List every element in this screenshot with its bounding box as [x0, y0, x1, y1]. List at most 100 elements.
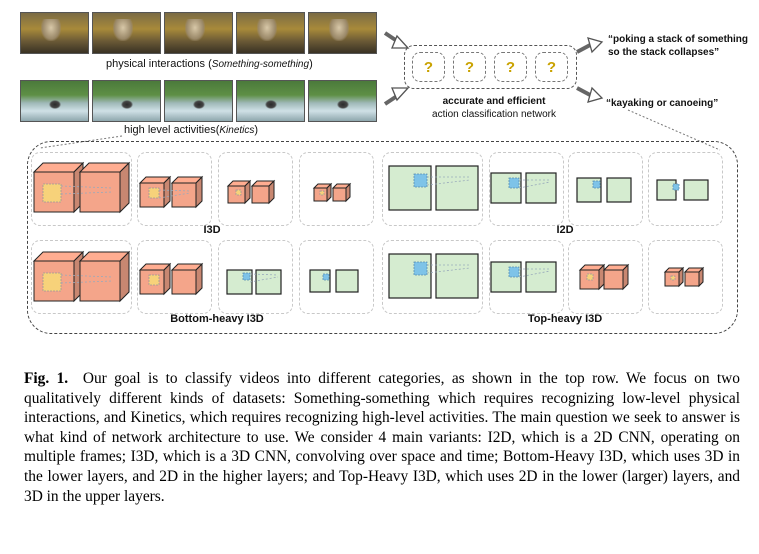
- kernel-3d: [586, 273, 594, 281]
- kernel-2d: [413, 261, 428, 276]
- video-frame: [164, 12, 233, 54]
- cube-front-face: [139, 269, 165, 295]
- output-arrow: [576, 86, 604, 103]
- cube-front-face: [171, 269, 197, 295]
- receptive-field-line: [60, 185, 113, 189]
- cube-front-face: [684, 271, 700, 287]
- layer-cell: [648, 240, 723, 314]
- variant-label-i2d: I2D: [556, 224, 574, 236]
- figure-caption: Fig. 1. Our goal is to classify videos i…: [24, 369, 740, 506]
- video-frame: [308, 80, 377, 122]
- cube-side-face: [598, 263, 605, 291]
- kernel-2d: [508, 266, 520, 278]
- feature-map-2d: [525, 172, 557, 204]
- kernel-3d: [148, 187, 160, 199]
- kinetics-label: high level activities(Kinetics): [124, 124, 259, 136]
- receptive-field-line: [249, 276, 279, 283]
- feature-map-2d: [606, 177, 632, 203]
- zoom-connector: [627, 109, 721, 151]
- layer-cell: [218, 152, 293, 226]
- layer-cell: [489, 240, 564, 314]
- receptive-field-line: [60, 191, 113, 195]
- receptive-field-line: [249, 273, 279, 276]
- receptive-field-line: [158, 192, 191, 199]
- video-frame: [236, 80, 305, 122]
- layer-cell: [137, 240, 212, 314]
- kernel-2d: [672, 183, 680, 191]
- kernel-3d: [42, 183, 62, 203]
- input-arrow: [383, 87, 410, 106]
- receptive-field-line: [158, 189, 191, 192]
- feature-map-2d: [255, 269, 282, 295]
- kernel-3d: [148, 274, 160, 286]
- receptive-field-line: [518, 181, 551, 189]
- layer-cell: [568, 152, 643, 226]
- cube-side-face: [678, 266, 684, 288]
- kernel-2d: [508, 177, 520, 189]
- cube-side-face: [119, 250, 130, 303]
- cube-front-face: [332, 187, 347, 202]
- layer-cell: [31, 152, 132, 226]
- figure-caption-text: Our goal is to classify videos into diff…: [24, 370, 740, 505]
- question-placeholder: ?: [494, 52, 527, 82]
- layer-cell: [489, 152, 564, 226]
- variant-label-top-heavy: Top-heavy I3D: [527, 313, 603, 325]
- kernel-3d: [42, 272, 62, 292]
- feature-map-2d: [309, 269, 331, 293]
- kernel-3d: [670, 275, 676, 281]
- kinetics-frames: [20, 80, 377, 122]
- kernel-2d: [592, 180, 601, 189]
- video-frame: [20, 12, 89, 54]
- something-something-label: physical interactions (Something-somethi…: [106, 58, 313, 70]
- cube-front-face: [603, 269, 624, 290]
- network-subtitle: action classification network: [432, 109, 556, 120]
- video-frame: [92, 80, 161, 122]
- receptive-field-line: [426, 179, 471, 186]
- receptive-field-line: [60, 280, 113, 284]
- figure-label: Fig. 1.: [24, 370, 69, 387]
- cube-side-face: [622, 263, 629, 291]
- variant-label-i3d: I3D: [203, 224, 221, 236]
- cube-front-face: [79, 260, 121, 302]
- layer-cell: [137, 152, 212, 226]
- cube-front-face: [79, 171, 121, 213]
- kernel-2d: [322, 273, 330, 281]
- kernel-3d: [235, 189, 242, 196]
- feature-map-2d: [435, 165, 479, 211]
- layer-cell: [299, 152, 374, 226]
- cube-front-face: [251, 185, 270, 204]
- kernel-2d: [413, 173, 428, 188]
- layer-cell: [568, 240, 643, 314]
- video-frame: [164, 80, 233, 122]
- zoom-connector: [39, 135, 123, 149]
- question-placeholder: ?: [453, 52, 486, 82]
- cube-side-face: [195, 175, 203, 209]
- network-title: accurate and efficient: [442, 96, 546, 107]
- receptive-field-line: [518, 270, 551, 278]
- layer-cell: [218, 240, 293, 314]
- video-frame: [236, 12, 305, 54]
- layer-cell: [299, 240, 374, 314]
- variant-label-bottom-heavy: Bottom-heavy I3D: [170, 313, 264, 325]
- output-label-poking: “poking a stack of something so the stac…: [608, 33, 748, 59]
- cube-side-face: [698, 266, 704, 288]
- cube-side-face: [119, 161, 130, 214]
- video-frame: [20, 80, 89, 122]
- feature-map-2d: [683, 179, 709, 201]
- layer-cell: [382, 152, 483, 226]
- question-placeholder: ?: [412, 52, 445, 82]
- question-placeholder: ?: [535, 52, 568, 82]
- something-something-frames: [20, 12, 377, 54]
- output-arrow: [576, 37, 604, 54]
- layer-cell: [382, 240, 483, 314]
- layer-cell: [31, 240, 132, 314]
- receptive-field-line: [60, 274, 113, 278]
- output-label-line: so the stack collapses”: [608, 47, 720, 58]
- classification-network-box: ? ? ? ?: [404, 45, 577, 89]
- cube-side-face: [163, 262, 171, 296]
- feature-map-2d: [388, 165, 432, 211]
- receptive-field-line: [426, 267, 471, 274]
- cube-side-face: [163, 175, 171, 209]
- kernel-3d: [319, 190, 325, 196]
